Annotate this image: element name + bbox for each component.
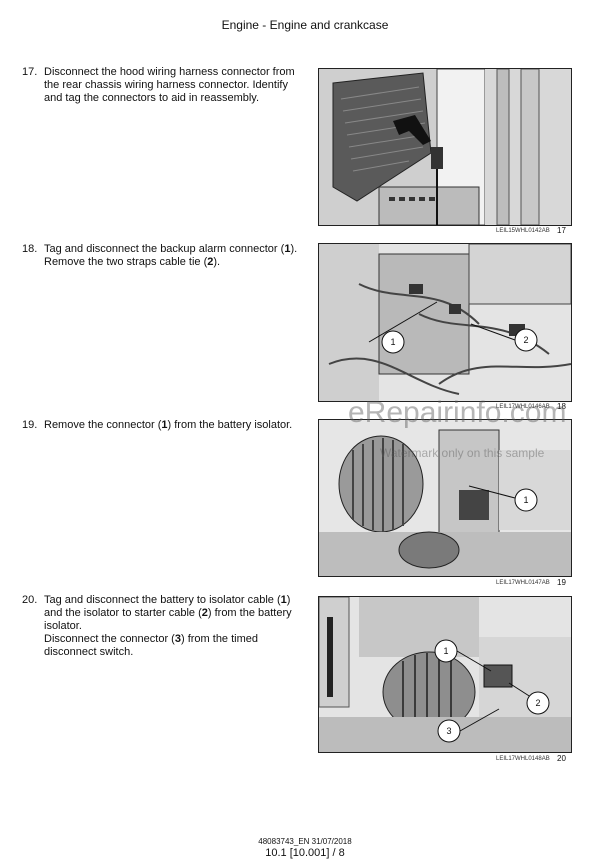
figure-17-image [318,68,572,226]
footer-doc: 48083743_EN 31/07/2018 [258,837,352,846]
figure-19-number: 19 [557,578,566,587]
watermark-note: Watermark only on this sample [380,446,545,460]
figure-19-callout-1: 1 [523,495,528,505]
figure-19-code: LEIL17WHL0147AB [496,580,550,586]
figure-17-code: LEIL15WHL0142AB [496,228,550,234]
figure-18-image: 1 2 [318,243,572,402]
figure-20-number: 20 [557,754,566,763]
step-text: Disconnect the hood wiring harness conne… [44,66,295,104]
page-header: Engine - Engine and crankcase [221,18,389,32]
figure-20-callout-1: 1 [443,646,448,656]
step-number: 17. [22,66,38,78]
step-number: 20. [22,594,38,606]
step-number: 19. [22,419,38,431]
step-number: 18. [22,243,38,255]
figure-20-callout-3: 3 [446,726,451,736]
footer-page: 10.1 [10.001] / 8 [265,847,345,859]
step-text: Tag and disconnect the backup alarm conn… [44,243,298,268]
step-18: 18. Tag and disconnect the backup alarm … [22,243,298,269]
step-text: Tag and disconnect the battery to isolat… [44,594,292,658]
watermark-site: eRepairinfo.com [348,396,567,429]
figure-20-code: LEIL17WHL0148AB [496,756,550,762]
figure-18-number: 18 [557,402,566,411]
figure-20-image: 1 2 3 [318,596,572,753]
step-20: 20. Tag and disconnect the battery to is… [22,594,298,659]
figure-20-callout-2: 2 [535,698,540,708]
step-17: 17. Disconnect the hood wiring harness c… [22,66,298,105]
figure-18-callout-2: 2 [523,335,528,345]
step-19: 19. Remove the connector (1) from the ba… [22,419,298,432]
step-text: Remove the connector (1) from the batter… [44,419,293,431]
figure-17-number: 17 [557,226,566,235]
figure-19-image: 1 [318,419,572,577]
figure-18-code: LEIL17WHL0146AB [496,404,550,410]
figure-18-callout-1: 1 [390,337,395,347]
